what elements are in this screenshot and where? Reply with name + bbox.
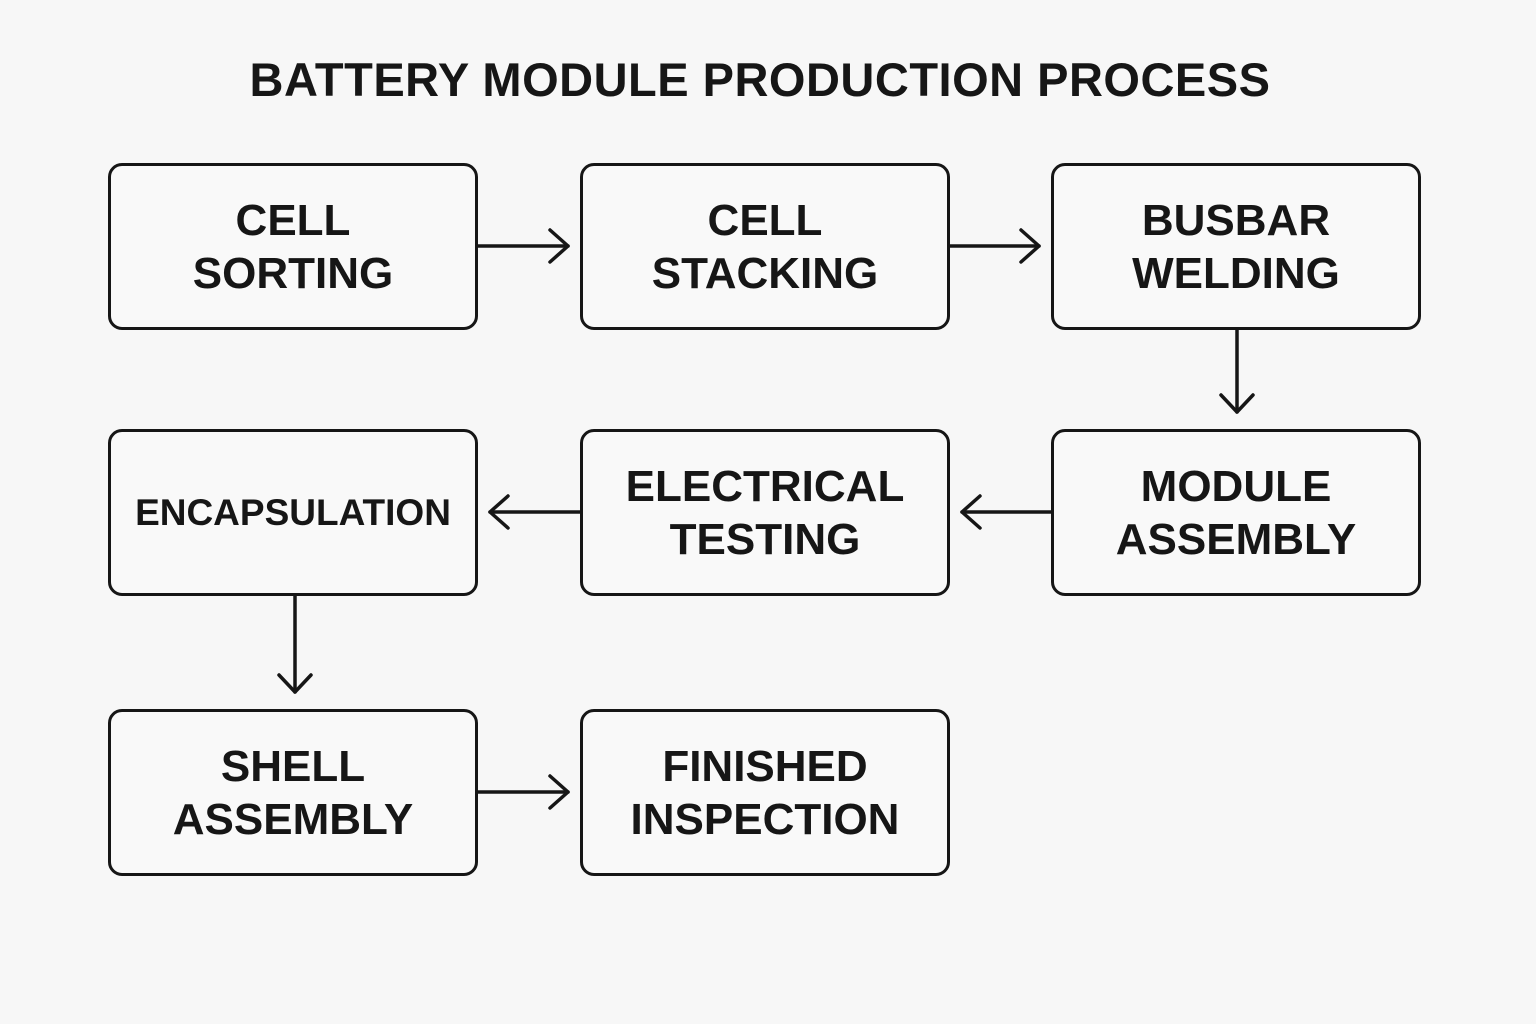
arrow-down-icon (1219, 328, 1255, 414)
step-cell-stacking: CELL STACKING (580, 163, 950, 330)
step-encapsulation: ENCAPSULATION (108, 429, 478, 596)
step-electrical-testing: ELECTRICAL TESTING (580, 429, 950, 596)
step-label: MODULE ASSEMBLY (1115, 461, 1357, 564)
step-label: CELL SORTING (192, 195, 394, 298)
step-label: CELL STACKING (651, 195, 879, 298)
arrow-right-icon (476, 774, 570, 810)
step-label: ENCAPSULATION (135, 492, 451, 533)
step-finished-inspection: FINISHED INSPECTION (580, 709, 950, 876)
step-label: BUSBAR WELDING (1132, 195, 1340, 298)
arrow-left-icon (488, 494, 582, 530)
step-label: FINISHED INSPECTION (630, 741, 900, 844)
step-busbar-welding: BUSBAR WELDING (1051, 163, 1421, 330)
diagram-title: BATTERY MODULE PRODUCTION PROCESS (249, 53, 1271, 106)
arrow-left-icon (960, 494, 1053, 530)
arrow-right-icon (476, 228, 570, 264)
step-label: ELECTRICAL TESTING (625, 461, 905, 564)
step-cell-sorting: CELL SORTING (108, 163, 478, 330)
step-module-assembly: MODULE ASSEMBLY (1051, 429, 1421, 596)
step-shell-assembly: SHELL ASSEMBLY (108, 709, 478, 876)
arrow-down-icon (277, 594, 313, 694)
arrow-right-icon (948, 228, 1041, 264)
step-label: SHELL ASSEMBLY (172, 741, 414, 844)
